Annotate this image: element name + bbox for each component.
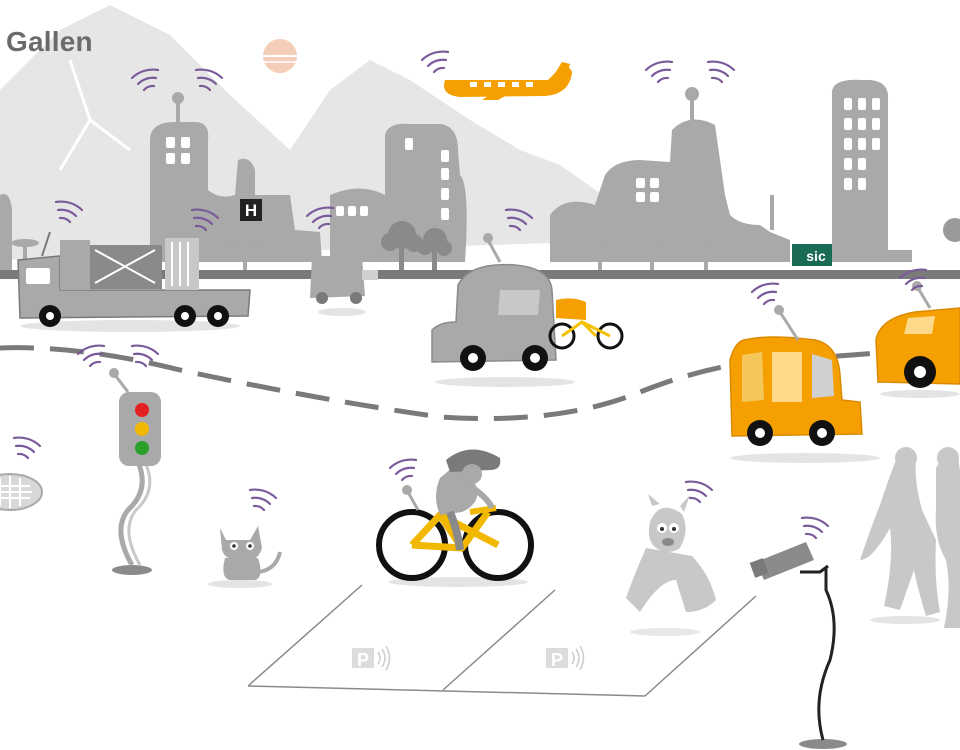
wireless-signal-icon	[420, 50, 450, 74]
svg-text:H: H	[245, 201, 257, 220]
orange-bus	[729, 305, 880, 463]
wireless-signal-icon	[684, 480, 714, 504]
airplane	[444, 62, 572, 100]
street-lamps	[11, 239, 720, 271]
manhole-cover	[0, 473, 43, 511]
orange-car	[875, 281, 960, 398]
svg-text:P: P	[551, 650, 563, 670]
hospital-icon: H	[240, 199, 262, 221]
wireless-signal-icon	[12, 436, 42, 460]
background-bicycle	[548, 298, 624, 350]
cctv-camera	[749, 542, 847, 749]
wireless-signal-icon	[388, 458, 418, 482]
street-sign: sic	[792, 244, 832, 266]
cat	[208, 526, 282, 588]
parking-lot-lines	[247, 584, 757, 697]
parking-space-sensor-1: P	[352, 645, 391, 671]
distant-object	[943, 218, 960, 242]
traffic-light	[109, 368, 161, 575]
dog	[626, 494, 716, 636]
svg-text:P: P	[357, 650, 369, 670]
wireless-signal-icon	[800, 516, 830, 540]
wireless-signal-icon	[248, 488, 278, 512]
parking-space-sensor-2: P	[546, 645, 585, 671]
sun-icon	[257, 39, 303, 73]
svg-text:sic: sic	[806, 248, 826, 264]
wireless-signal-icon	[644, 60, 736, 84]
grey-car	[431, 233, 575, 387]
truck	[17, 231, 251, 332]
building-antennas	[172, 87, 774, 230]
city-name-label: Gallen	[6, 26, 93, 57]
pedestrians	[860, 447, 960, 628]
cyclist	[376, 449, 534, 587]
building-windows	[166, 98, 880, 220]
trees	[381, 221, 452, 272]
wireless-signal-icon	[750, 282, 780, 306]
small-van	[310, 240, 378, 316]
